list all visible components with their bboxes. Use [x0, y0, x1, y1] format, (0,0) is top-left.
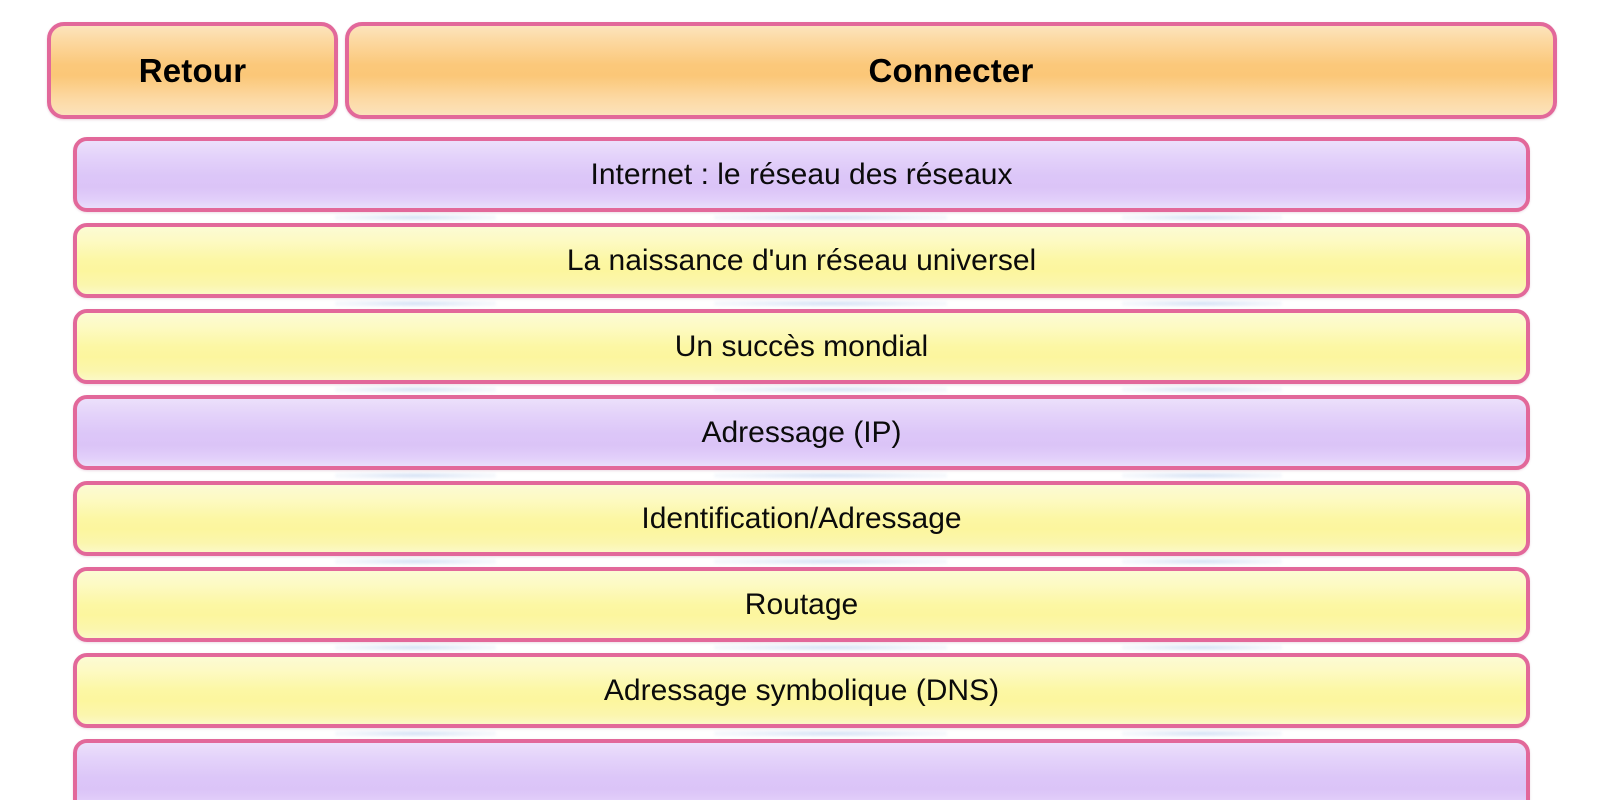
render-artifact: [335, 644, 496, 651]
list-item[interactable]: Routage: [73, 567, 1530, 642]
list-item[interactable]: Adressage symbolique (DNS): [73, 653, 1530, 728]
render-artifact: [335, 730, 496, 737]
render-artifact: [714, 644, 948, 651]
render-artifact: [714, 214, 948, 221]
list-item-label: Routage: [744, 587, 859, 621]
render-artifact: [714, 472, 948, 479]
back-button[interactable]: Retour: [47, 22, 338, 119]
list-item-label: La naissance d'un réseau universel: [566, 243, 1037, 277]
render-artifact: [1122, 386, 1283, 393]
render-artifact: [714, 558, 948, 565]
render-artifact: [714, 730, 948, 737]
list-item-label: Internet : le réseau des réseaux: [590, 157, 1013, 191]
render-artifact: [1122, 214, 1283, 221]
render-artifact: [335, 386, 496, 393]
list-item[interactable]: [73, 739, 1530, 800]
render-artifact: [714, 300, 948, 307]
render-artifact: [1122, 300, 1283, 307]
list-item-label: Adressage (IP): [701, 415, 902, 449]
list-item-label: Adressage symbolique (DNS): [603, 673, 1000, 707]
list-item-label: Identification/Adressage: [641, 501, 962, 535]
render-artifact: [335, 300, 496, 307]
list-item-label: Un succès mondial: [674, 329, 929, 363]
top-toolbar: Retour Connecter: [47, 22, 1557, 119]
render-artifact: [335, 472, 496, 479]
list-item[interactable]: La naissance d'un réseau universel: [73, 223, 1530, 298]
render-artifact: [1122, 472, 1283, 479]
page-title-button[interactable]: Connecter: [345, 22, 1557, 119]
back-button-label: Retour: [138, 52, 247, 89]
render-artifact: [1122, 644, 1283, 651]
chapter-list: Internet : le réseau des réseaux La naiss…: [73, 137, 1530, 800]
render-artifact: [1122, 558, 1283, 565]
render-artifact: [714, 386, 948, 393]
render-artifact: [335, 214, 496, 221]
page-title-label: Connecter: [868, 52, 1034, 89]
list-item[interactable]: Internet : le réseau des réseaux: [73, 137, 1530, 212]
render-artifact: [335, 558, 496, 565]
list-item[interactable]: Adressage (IP): [73, 395, 1530, 470]
list-item[interactable]: Un succès mondial: [73, 309, 1530, 384]
render-artifact: [1122, 730, 1283, 737]
list-item[interactable]: Identification/Adressage: [73, 481, 1530, 556]
